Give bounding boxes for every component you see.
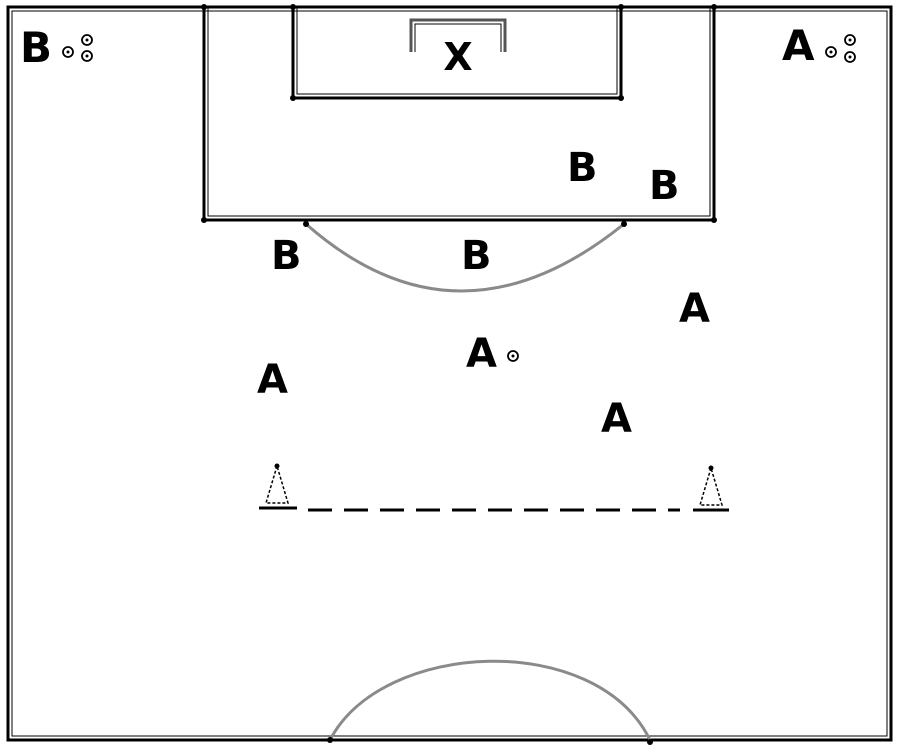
centre-circle-arc [328, 659, 652, 741]
player-b: B [567, 145, 598, 191]
player-b: B [271, 233, 302, 279]
ball-icon [507, 350, 519, 362]
team-b-label: B [20, 23, 52, 72]
player-a: A [679, 286, 710, 332]
penalty-arc [305, 222, 625, 293]
ball-icon [81, 34, 93, 46]
pitch-boundary [6, 5, 893, 742]
goal-frame [409, 18, 507, 52]
player-a: A [257, 357, 288, 403]
ball-icon [825, 46, 837, 58]
goal-area-inner [296, 6, 618, 95]
ball-icon [844, 34, 856, 46]
team-a-label: A [782, 21, 815, 70]
player-a: A [466, 331, 497, 377]
player-a: A [601, 396, 632, 442]
ball-icon [844, 51, 856, 63]
pitch-boundary-inner [11, 10, 888, 737]
cone-icon [693, 465, 729, 512]
cone-icon [259, 463, 297, 510]
player-b: B [649, 163, 680, 209]
ball-icon [81, 50, 93, 62]
ball-icon [62, 46, 74, 58]
player-b: B [461, 233, 492, 279]
goal-label: X [443, 35, 472, 79]
